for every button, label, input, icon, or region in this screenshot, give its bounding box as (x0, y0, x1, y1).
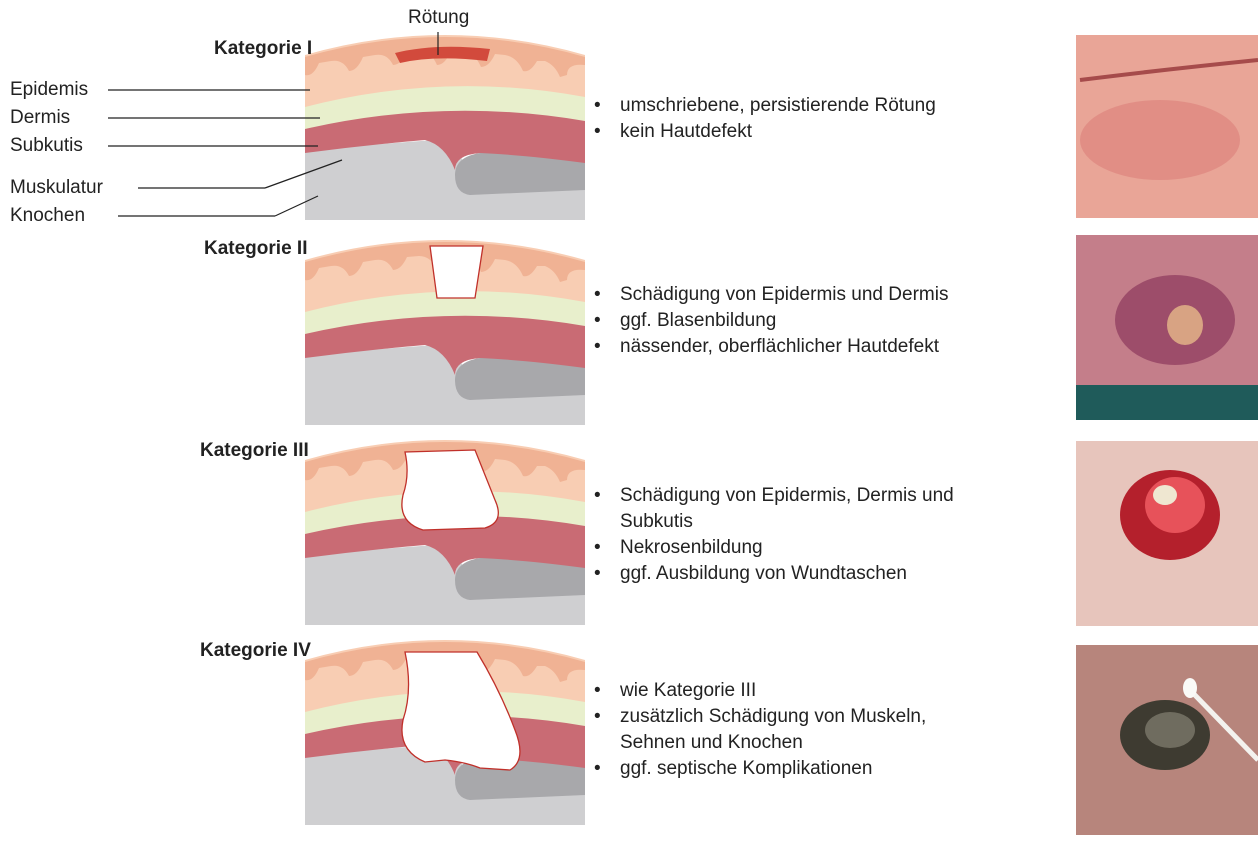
diagram-category-1 (305, 35, 585, 220)
bullet: kein Hautdefekt (590, 119, 1030, 145)
diagram-category-4 (305, 640, 585, 825)
category-1-bullets: umschriebene, persistierende Rötung kein… (590, 93, 1030, 145)
category-1-title: Kategorie I (214, 38, 312, 60)
bullet: umschriebene, persistierende Rötung (590, 93, 1030, 119)
bullet: ggf. Blasenbildung (590, 308, 1040, 334)
diagram-category-2 (305, 240, 585, 425)
category-4-title: Kategorie IV (200, 640, 311, 662)
photo-category-3 (1076, 441, 1258, 626)
redness-callout-label: Rötung (408, 7, 469, 29)
bullet: Schädigung von Epidermis und Dermis (590, 282, 1040, 308)
bullet: Nekrosenbildung (590, 535, 970, 561)
photo-category-1 (1076, 35, 1258, 218)
category-2-title: Kategorie II (204, 238, 307, 260)
category-3-title: Kategorie III (200, 440, 309, 462)
layer-label-subcutis: Subkutis (10, 135, 83, 157)
bullet: ggf. Ausbildung von Wundtaschen (590, 561, 970, 587)
photo-category-2 (1076, 235, 1258, 420)
bullet: zusätzlich Schädigung von Muskeln, Sehne… (590, 704, 970, 756)
category-4-bullets: wie Kategorie III zusätzlich Schädigung … (590, 678, 970, 782)
bullet: Schädigung von Epidermis, Dermis und Sub… (590, 483, 970, 535)
bullet: ggf. septische Komplikationen (590, 756, 970, 782)
diagram-category-3 (305, 440, 585, 625)
category-3-bullets: Schädigung von Epidermis, Dermis und Sub… (590, 483, 970, 587)
photo-category-4 (1076, 645, 1258, 835)
layer-label-epidermis: Epidemis (10, 79, 88, 101)
bullet: nässender, oberflächlicher Hautdefekt (590, 334, 1040, 360)
bullet: wie Kategorie III (590, 678, 970, 704)
category-2-bullets: Schädigung von Epidermis und Dermis ggf.… (590, 282, 1040, 360)
layer-label-muscle: Muskulatur (10, 177, 103, 199)
layer-label-bone: Knochen (10, 205, 85, 227)
layer-label-dermis: Dermis (10, 107, 70, 129)
